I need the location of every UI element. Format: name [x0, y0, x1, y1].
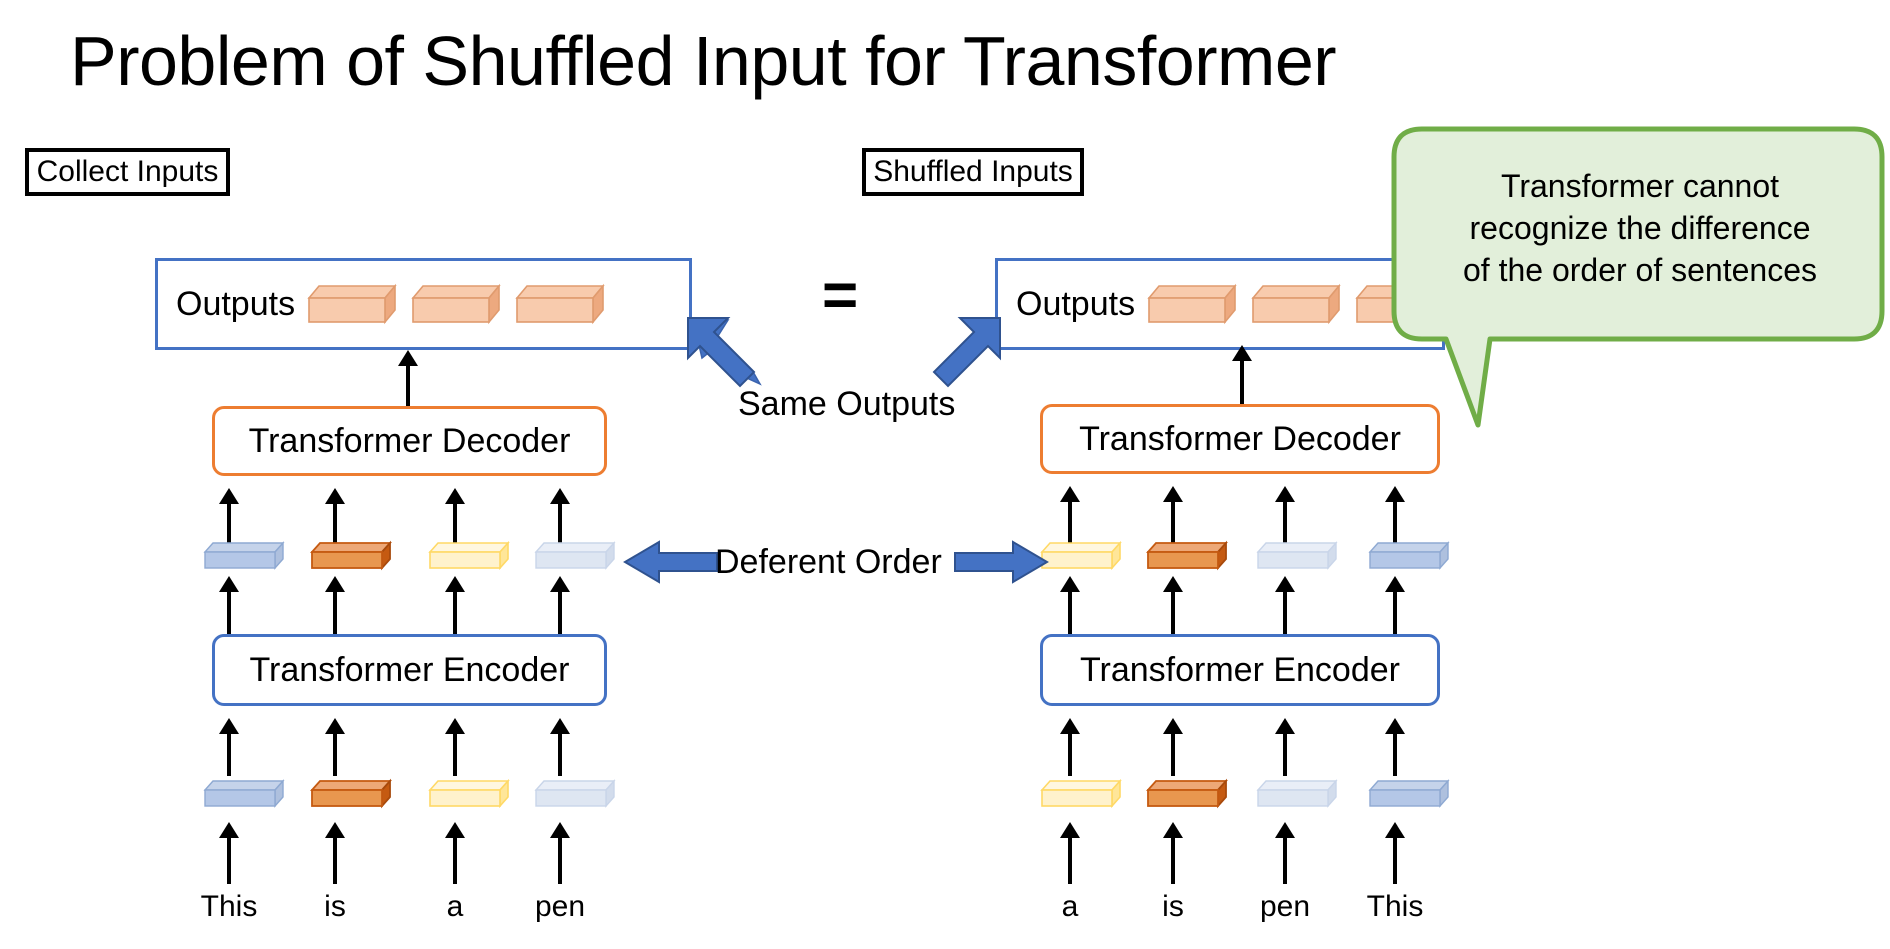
same-outputs-arrow-right-shape	[932, 317, 1001, 388]
left-arrow-input-to-encoder	[550, 718, 570, 776]
left-arrow-input-to-encoder	[219, 718, 239, 776]
callout-bubble-shape	[1391, 126, 1885, 428]
right-arrow-token-to-decoder	[1163, 486, 1183, 548]
equals-sign: =	[822, 261, 859, 330]
left-token-upper-orange	[309, 540, 393, 571]
output-block	[1147, 283, 1237, 325]
callout-line-2: recognize the difference	[1469, 210, 1811, 246]
page-title: Problem of Shuffled Input for Transforme…	[70, 22, 1337, 100]
right-word-2: pen	[1259, 890, 1311, 923]
left-arrow-input-to-encoder	[445, 718, 465, 776]
right-outputs-panel: Outputs	[995, 258, 1445, 350]
left-arrow-input-to-encoder	[325, 718, 345, 776]
right-arrow-input-to-encoder	[1060, 718, 1080, 776]
right-outputs-label: Outputs	[1016, 284, 1136, 323]
right-arrow-encoder-to-token	[1060, 576, 1080, 634]
left-outputs-label: Outputs	[176, 284, 296, 323]
left-token-input-paleblue	[534, 779, 616, 808]
left-arrow-encoder-to-token	[550, 576, 570, 634]
caption-collect-inputs: Collect Inputs	[25, 148, 230, 196]
left-transformer-encoder: Transformer Encoder	[212, 634, 607, 706]
right-arrow-encoder-to-token	[1385, 576, 1405, 634]
left-arrow-decoder-to-outputs	[398, 350, 418, 412]
left-word-3: pen	[534, 890, 586, 923]
output-block	[515, 283, 605, 325]
right-token-upper-orange	[1145, 540, 1229, 571]
callout-bubble: Transformer cannot recognize the differe…	[1390, 125, 1890, 428]
left-arrow-word-to-token	[550, 822, 570, 884]
right-token-upper-paleblue	[1256, 541, 1338, 570]
output-block	[307, 283, 397, 325]
right-arrow-encoder-to-token	[1275, 576, 1295, 634]
left-word-0: This	[200, 890, 258, 923]
left-arrow-token-to-decoder	[219, 488, 239, 550]
left-transformer-encoder-label: Transformer Encoder	[249, 650, 570, 689]
right-token-input-paleblue	[1256, 779, 1338, 808]
left-arrow-word-to-token	[445, 822, 465, 884]
left-transformer-decoder: Transformer Decoder	[212, 406, 607, 476]
right-token-upper-yellow	[1040, 540, 1122, 571]
left-word-2: a	[446, 890, 464, 923]
callout-line-3: of the order of sentences	[1463, 252, 1817, 288]
right-transformer-encoder-label: Transformer Encoder	[1080, 650, 1400, 689]
right-arrow-token-to-decoder	[1060, 486, 1080, 548]
left-transformer-decoder-label: Transformer Decoder	[248, 421, 571, 460]
left-arrow-token-to-decoder	[550, 488, 570, 550]
left-token-input-blue	[203, 779, 285, 808]
right-token-input-orange	[1145, 778, 1229, 809]
left-arrow-encoder-to-token	[219, 576, 239, 634]
left-arrow-word-to-token	[325, 822, 345, 884]
left-token-upper-yellow	[428, 540, 510, 571]
right-arrow-input-to-encoder	[1385, 718, 1405, 776]
left-arrow-word-to-token	[219, 822, 239, 884]
deferent-order-arrow-left	[623, 540, 718, 584]
left-arrow-token-to-decoder	[445, 488, 465, 550]
same-outputs-label: Same Outputs	[738, 385, 956, 423]
right-token-input-yellow	[1040, 778, 1122, 809]
right-word-1: is	[1162, 890, 1184, 923]
left-token-input-orange	[309, 778, 393, 809]
left-arrow-encoder-to-token	[445, 576, 465, 634]
left-output-blocks	[307, 283, 605, 325]
right-arrow-word-to-token	[1385, 822, 1405, 884]
right-arrow-word-to-token	[1060, 822, 1080, 884]
right-word-3: This	[1366, 890, 1424, 923]
right-arrow-word-to-token	[1163, 822, 1183, 884]
right-arrow-input-to-encoder	[1163, 718, 1183, 776]
left-token-input-yellow	[428, 778, 510, 809]
output-block	[411, 283, 501, 325]
right-transformer-decoder: Transformer Decoder	[1040, 404, 1440, 474]
left-token-upper-blue	[203, 541, 285, 570]
right-token-input-blue	[1368, 779, 1450, 808]
caption-shuffled-inputs-label: Shuffled Inputs	[873, 155, 1073, 188]
right-arrow-word-to-token	[1275, 822, 1295, 884]
right-arrow-token-to-decoder	[1385, 486, 1405, 548]
output-block	[1251, 283, 1341, 325]
left-word-1: is	[324, 890, 346, 923]
right-arrow-encoder-to-token	[1163, 576, 1183, 634]
right-word-0: a	[1061, 890, 1079, 923]
callout-line-1: Transformer cannot	[1500, 168, 1780, 204]
left-arrow-token-to-decoder	[325, 488, 345, 550]
caption-collect-inputs-label: Collect Inputs	[36, 155, 219, 188]
right-arrow-decoder-to-outputs	[1232, 345, 1252, 407]
right-arrow-input-to-encoder	[1275, 718, 1295, 776]
deferent-order-label: Deferent Order	[715, 543, 942, 581]
right-arrow-token-to-decoder	[1275, 486, 1295, 548]
right-transformer-decoder-label: Transformer Decoder	[1079, 419, 1401, 458]
left-outputs-panel: Outputs	[155, 258, 692, 350]
right-transformer-encoder: Transformer Encoder	[1040, 634, 1440, 706]
right-token-upper-blue	[1368, 541, 1450, 570]
same-outputs-arrow-left-shape	[687, 317, 756, 388]
left-token-upper-paleblue	[534, 541, 616, 570]
deferent-order-arrow-right	[954, 540, 1049, 584]
left-arrow-encoder-to-token	[325, 576, 345, 634]
caption-shuffled-inputs: Shuffled Inputs	[862, 148, 1084, 196]
